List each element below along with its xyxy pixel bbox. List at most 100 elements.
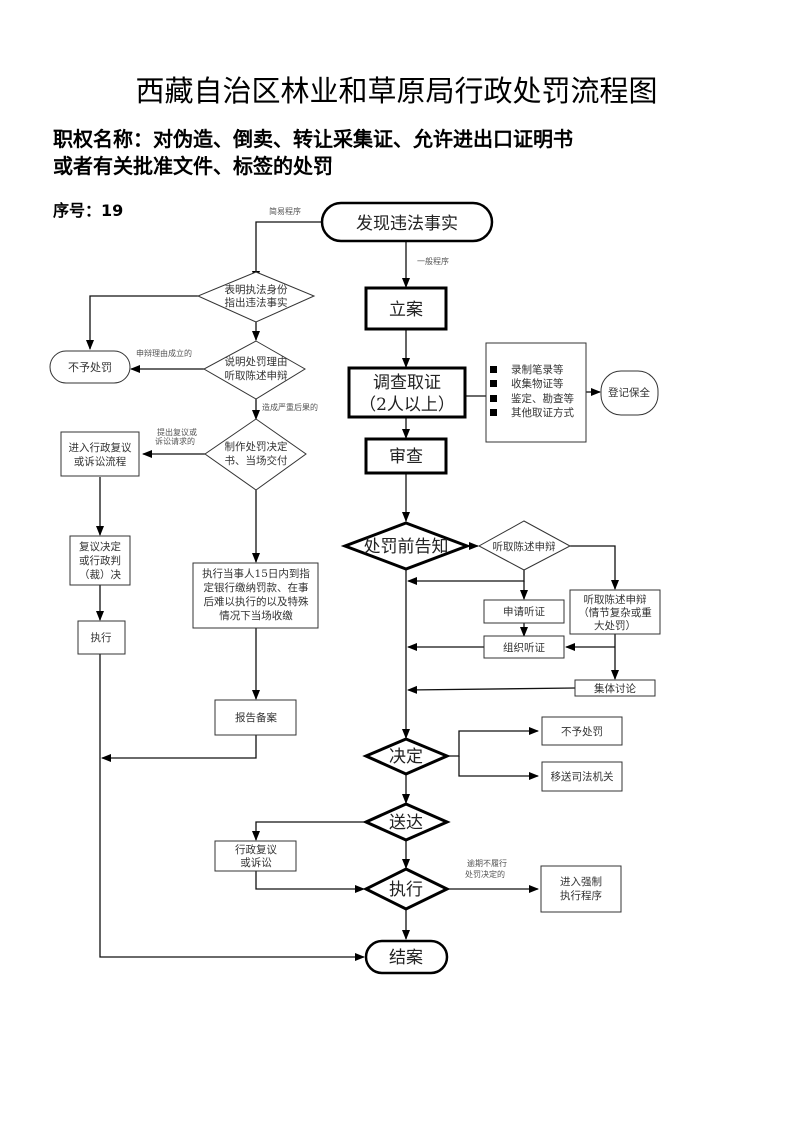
node-no-penalty-simple: 不予处罚 (49, 350, 131, 384)
svg-text:制作处罚决定: 制作处罚决定 (225, 440, 288, 453)
svg-text:指出违法事实: 指出违法事实 (225, 296, 288, 309)
svg-text:执行: 执行 (91, 631, 112, 644)
node-enforce: 进入强制 执行程序 (540, 865, 622, 913)
node-start: 发现违法事实 (320, 201, 494, 243)
arrow-hear-to-spine (407, 570, 525, 585)
svg-text:进入行政复议: 进入行政复议 (69, 441, 132, 454)
arrow-decide-to-no-penalty (447, 727, 539, 757)
arrow-execute-to-close (99, 654, 365, 961)
svg-text:听取陈述申辩: 听取陈述申辩 (584, 593, 647, 606)
label-appeal-2: 诉讼请求的 (155, 436, 195, 446)
svg-text:录制笔录等: 录制笔录等 (511, 363, 564, 376)
node-decide: 决定 (362, 737, 451, 776)
svg-text:立案: 立案 (389, 300, 423, 320)
svg-text:执行当事人15日内到指: 执行当事人15日内到指 (202, 567, 310, 580)
svg-text:进入强制: 进入强制 (560, 875, 602, 888)
node-evidence-methods: 录制笔录等 收集物证等 鉴定、勘查等 其他取证方式 (485, 342, 587, 443)
svg-text:或诉讼流程: 或诉讼流程 (74, 455, 127, 468)
arrow-start-to-identify (252, 221, 322, 281)
node-start-label: 发现违法事实 (356, 214, 458, 234)
node-ruling: 复议决定 或行政判 （裁）决 (69, 535, 131, 586)
svg-text:（裁）决: （裁）决 (79, 568, 121, 581)
svg-text:表明执法身份: 表明执法身份 (225, 283, 288, 296)
svg-text:收集物证等: 收集物证等 (511, 377, 564, 390)
label-serious: 造成严重后果的 (262, 402, 318, 412)
svg-text:（情节复杂或重: （情节复杂或重 (578, 606, 652, 619)
page-title: 西藏自治区林业和草原局行政处罚流程图 (135, 74, 658, 108)
node-organize-hearing: 组织听证 (483, 635, 565, 659)
svg-text:不予处罚: 不予处罚 (68, 361, 112, 374)
node-register: 登记保全 (600, 370, 659, 416)
bullet-icon (490, 395, 497, 402)
svg-text:（2人以上）: （2人以上） (359, 395, 455, 415)
svg-text:移送司法机关: 移送司法机关 (551, 770, 614, 783)
node-no-penalty-general: 不予处罚 (541, 716, 623, 746)
arrow-deliver-to-admin-review (252, 821, 366, 841)
evidence-item: 鉴定、勘查等 (490, 392, 574, 405)
svg-text:鉴定、勘查等: 鉴定、勘查等 (511, 392, 574, 405)
svg-text:决定: 决定 (389, 747, 423, 767)
arrow-report-to-left (101, 734, 257, 762)
svg-text:处罚前告知: 处罚前告知 (364, 537, 449, 557)
arrow-admin-review-to-execute (255, 871, 365, 893)
authority-name-line1: 职权名称：对伪造、倒卖、转让采集证、允许进出口证明书 (53, 127, 573, 151)
evidence-item: 收集物证等 (490, 377, 564, 390)
svg-text:组织听证: 组织听证 (503, 641, 545, 654)
svg-text:不予处罚: 不予处罚 (561, 726, 603, 738)
node-enter-review: 进入行政复议 或诉讼流程 (60, 431, 140, 477)
svg-text:申请听证: 申请听证 (503, 605, 545, 618)
label-appeal-1: 提出复议或 (157, 427, 197, 437)
svg-text:执行: 执行 (389, 880, 423, 900)
svg-text:听取陈述申辩: 听取陈述申辩 (493, 540, 556, 553)
svg-text:复议决定: 复议决定 (79, 540, 121, 553)
svg-text:定银行缴纳罚款、在事: 定银行缴纳罚款、在事 (204, 581, 309, 594)
node-deliver: 送达 (362, 802, 451, 842)
svg-text:报告备案: 报告备案 (235, 711, 277, 724)
node-hear-defense: 听取陈述申辩 (477, 520, 572, 571)
node-collective: 集体讨论 (574, 679, 656, 697)
authority-name-line2: 或者有关批准文件、标签的处罚 (53, 154, 333, 178)
serial-number: 序号：19 (53, 201, 124, 220)
svg-text:大处罚）: 大处罚） (594, 619, 636, 632)
label-general-procedure: 一般程序 (417, 256, 449, 266)
node-apply-hearing: 申请听证 (483, 599, 565, 624)
label-overdue-1: 逾期不履行 (467, 858, 507, 868)
node-explain: 说明处罚理由 听取陈述申辩 (202, 340, 306, 400)
node-transfer-judicial: 移送司法机关 (541, 761, 623, 792)
svg-text:或行政判: 或行政判 (79, 554, 121, 567)
svg-text:集体讨论: 集体讨论 (594, 682, 636, 695)
svg-text:后难以执行的以及特殊: 后难以执行的以及特殊 (204, 595, 309, 608)
svg-text:登记保全: 登记保全 (608, 386, 650, 399)
node-pay-fine: 执行当事人15日内到指 定银行缴纳罚款、在事 后难以执行的以及特殊 情况下当场收… (192, 562, 319, 629)
evidence-item: 录制笔录等 (490, 363, 564, 376)
svg-text:情况下当场收缴: 情况下当场收缴 (219, 609, 293, 622)
label-simple-procedure: 简易程序 (269, 206, 301, 216)
node-admin-review: 行政复议 或诉讼 (214, 840, 297, 872)
node-execute-main: 执行 (362, 867, 451, 911)
svg-text:书、当场交付: 书、当场交付 (225, 454, 288, 467)
bullet-icon (490, 380, 497, 387)
svg-text:行政复议: 行政复议 (235, 843, 277, 856)
arrow-identify-to-no-penalty (86, 295, 198, 350)
authority-name: 职权名称：对伪造、倒卖、转让采集证、允许进出口证明书 或者有关批准文件、标签的处… (53, 126, 753, 180)
label-overdue-2: 处罚决定的 (465, 869, 505, 879)
svg-text:调查取证: 调查取证 (373, 373, 441, 393)
node-report: 报告备案 (214, 699, 297, 736)
node-hear-complex: 听取陈述申辩 （情节复杂或重 大处罚） (569, 589, 661, 635)
svg-text:审查: 审查 (389, 447, 423, 467)
node-decision-doc: 制作处罚决定 书、当场交付 (204, 418, 307, 491)
arrow-decide-to-transfer (458, 756, 539, 780)
svg-text:其他取证方式: 其他取证方式 (511, 406, 574, 419)
node-identify: 表明执法身份 指出违法事实 (196, 271, 316, 323)
arrow-collective-to-spine (407, 685, 576, 694)
bullet-icon (490, 366, 497, 373)
node-execute-left: 执行 (77, 620, 126, 655)
svg-text:结案: 结案 (389, 948, 423, 968)
svg-text:或诉讼: 或诉讼 (240, 856, 272, 869)
node-review: 审查 (364, 437, 448, 475)
svg-text:执行程序: 执行程序 (560, 889, 602, 902)
label-defense-valid: 申辩理由成立的 (136, 348, 192, 358)
evidence-item: 其他取证方式 (490, 406, 574, 419)
svg-text:说明处罚理由: 说明处罚理由 (225, 355, 288, 368)
